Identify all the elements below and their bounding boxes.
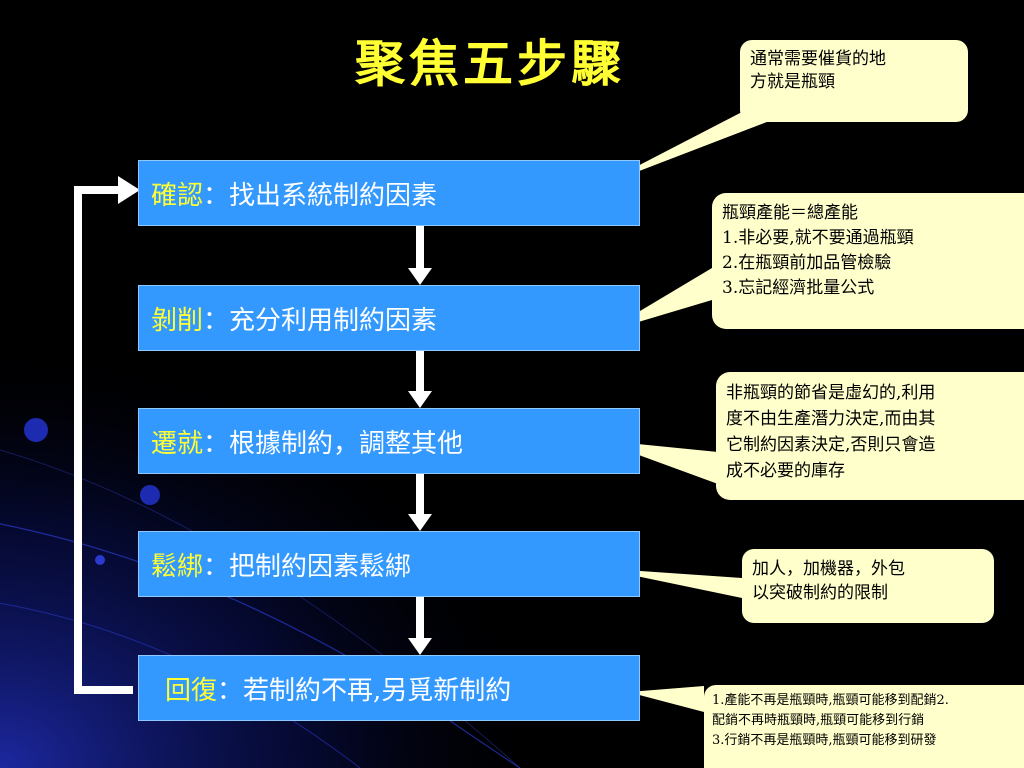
- callout-line: 通常需要催貨的地: [750, 49, 886, 69]
- callout-exploit: 瓶頸產能＝總產能 1.非必要,就不要通過瓶頸 2.在瓶頸前加品管檢驗 3.忘記經…: [712, 193, 1024, 329]
- callout-line: 1.產能不再是瓶頸時,瓶頸可能移到配銷2.: [712, 693, 949, 708]
- step-keyword: 遷就: [151, 428, 204, 459]
- step-keyword: 鬆綁: [151, 551, 204, 582]
- callout-line: 加人，加機器，外包: [752, 559, 905, 579]
- step-text: 根據制約，調整其他: [229, 428, 464, 459]
- callout-line: 1.非必要,就不要通過瓶頸: [722, 228, 914, 248]
- step-text: 充分利用制約因素: [229, 305, 438, 336]
- callout-line: 成不必要的庫存: [726, 461, 845, 481]
- callout-line: 配銷不再時瓶頸時,瓶頸可能移到行銷: [712, 713, 925, 728]
- callout-line: 以突破制約的限制: [752, 583, 888, 603]
- callout-subordinate: 非瓶頸的節省是虛幻的,利用 度不由生產潛力決定,而由其 它制約因素決定,否則只會…: [716, 372, 1024, 500]
- step-separator: ：: [217, 675, 244, 706]
- step-elevate: 鬆綁：把制約因素鬆綁: [138, 531, 640, 597]
- callout-elevate: 加人，加機器，外包 以突破制約的限制: [742, 549, 994, 623]
- step-separator: ：: [203, 180, 230, 211]
- callout-line: 非瓶頸的節省是虛幻的,利用: [726, 383, 936, 403]
- down-arrow-head: [408, 638, 432, 655]
- step-subordinate: 遷就：根據制約，調整其他: [138, 408, 640, 474]
- step-identify: 確認：找出系統制約因素: [138, 160, 640, 226]
- down-arrow-head: [408, 391, 432, 408]
- step-text: 找出系統制約因素: [229, 180, 438, 211]
- callout-line: 3.行銷不再是瓶頸時,瓶頸可能移到研發: [712, 733, 937, 748]
- step-keyword: 確認: [151, 180, 204, 211]
- slide-title: 聚焦五步驟: [355, 35, 625, 93]
- step-keyword: 回復: [165, 675, 218, 706]
- callout-line: 它制約因素決定,否則只會造: [726, 435, 936, 455]
- step-separator: ：: [203, 551, 230, 582]
- step-keyword: 剝削: [151, 305, 204, 336]
- step-separator: ：: [203, 305, 230, 336]
- step-text: 若制約不再,另覓新制約: [243, 675, 512, 706]
- down-arrow-head: [408, 268, 432, 285]
- loop-back-arrowhead: [118, 176, 140, 204]
- step-exploit: 剝削：充分利用制約因素: [138, 285, 640, 351]
- down-arrow-head: [408, 514, 432, 531]
- callout-line: 2.在瓶頸前加品管檢驗: [722, 253, 892, 273]
- callout-repeat: 1.產能不再是瓶頸時,瓶頸可能移到配銷2. 配銷不再時瓶頸時,瓶頸可能移到行銷 …: [704, 685, 1024, 768]
- callout-line: 度不由生產潛力決定,而由其: [726, 409, 936, 429]
- step-separator: ：: [203, 428, 230, 459]
- step-text: 把制約因素鬆綁: [229, 551, 412, 582]
- step-repeat: 回復：若制約不再,另覓新制約: [138, 655, 640, 721]
- callout-line: 方就是瓶頸: [750, 72, 835, 92]
- loop-back-line: [74, 186, 133, 694]
- callout-pointer: [628, 686, 704, 712]
- callout-identify: 通常需要催貨的地 方就是瓶頸: [740, 40, 968, 122]
- callout-line: 瓶頸產能＝總產能: [722, 203, 858, 223]
- callout-line: 3.忘記經濟批量公式: [722, 278, 875, 298]
